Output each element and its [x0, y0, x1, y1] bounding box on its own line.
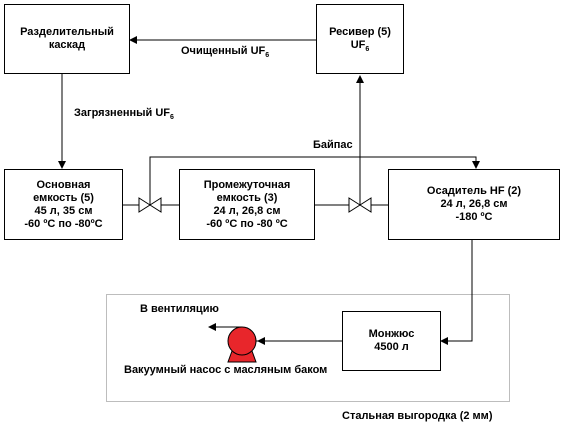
main-tank-line-2: емкость (5) [33, 191, 94, 204]
pump-icon [227, 326, 258, 363]
monjus-box: Монжюс 4500 л [342, 311, 441, 371]
label-purified-uf6: Очищенный UF6 [181, 45, 270, 59]
monjus-line-2: 4500 л [374, 341, 409, 353]
label-bypass: Байпас [313, 139, 353, 151]
receiver-uf: UF [350, 39, 366, 51]
line-settler-to-monjus [440, 240, 473, 345]
settler-line-3: -180 ºС [455, 211, 493, 223]
steel-enclosure [106, 294, 510, 402]
cascade-line-2: каскад [48, 39, 86, 51]
main-tank-line-3: 45 л, 35 см [34, 204, 93, 217]
main-tank-line-4: -60 ºС по -80ºС [24, 217, 103, 230]
receiver-box: Ресивер (5) UF6 [316, 4, 404, 74]
line-bypass [149, 156, 480, 197]
purified-uf-text: Очищенный UF [181, 45, 266, 57]
purified-uf-subscript: 6 [265, 52, 270, 59]
receiver-line-2: UF6 [350, 39, 370, 53]
receiver-uf-subscript: 6 [365, 46, 370, 53]
contaminated-uf-text: Загрязненный UF [74, 107, 170, 119]
label-contaminated-uf6: Загрязненный UF6 [74, 107, 174, 121]
intermediate-tank-box: Промежуточная емкость (3) 24 л, 26,8 см … [179, 169, 315, 240]
main-tank-box: Основная емкость (5) 45 л, 35 см -60 ºС … [4, 169, 123, 240]
cascade-box: Разделительный каскад [4, 4, 130, 74]
label-steel-enclosure: Стальная выгородка (2 мм) [342, 410, 493, 422]
settler-line-2: 24 л, 26,8 см [440, 198, 508, 210]
receiver-line-1: Ресивер (5) [329, 26, 391, 38]
label-to-ventilation: В вентиляцию [140, 303, 219, 315]
intermediate-line-4: -60 ºС по -80 ºС [206, 217, 288, 230]
intermediate-line-1: Промежуточная [203, 178, 291, 191]
main-tank-line-1: Основная [36, 178, 91, 191]
hf-settler-box: Осадитель HF (2) 24 л, 26,8 см -180 ºС [388, 169, 560, 240]
label-vacuum-pump: Вакуумный насос с масляным баком [124, 364, 328, 376]
intermediate-line-2: емкость (3) [216, 191, 278, 204]
valve-icon [348, 195, 372, 213]
intermediate-line-3: 24 л, 26,8 см [213, 204, 281, 217]
valve-icon [138, 197, 162, 213]
contaminated-uf-subscript: 6 [169, 114, 174, 121]
settler-line-1: Осадитель HF (2) [426, 185, 522, 197]
cascade-line-1: Разделительный [20, 26, 114, 38]
monjus-line-1: Монжюс [368, 328, 415, 340]
